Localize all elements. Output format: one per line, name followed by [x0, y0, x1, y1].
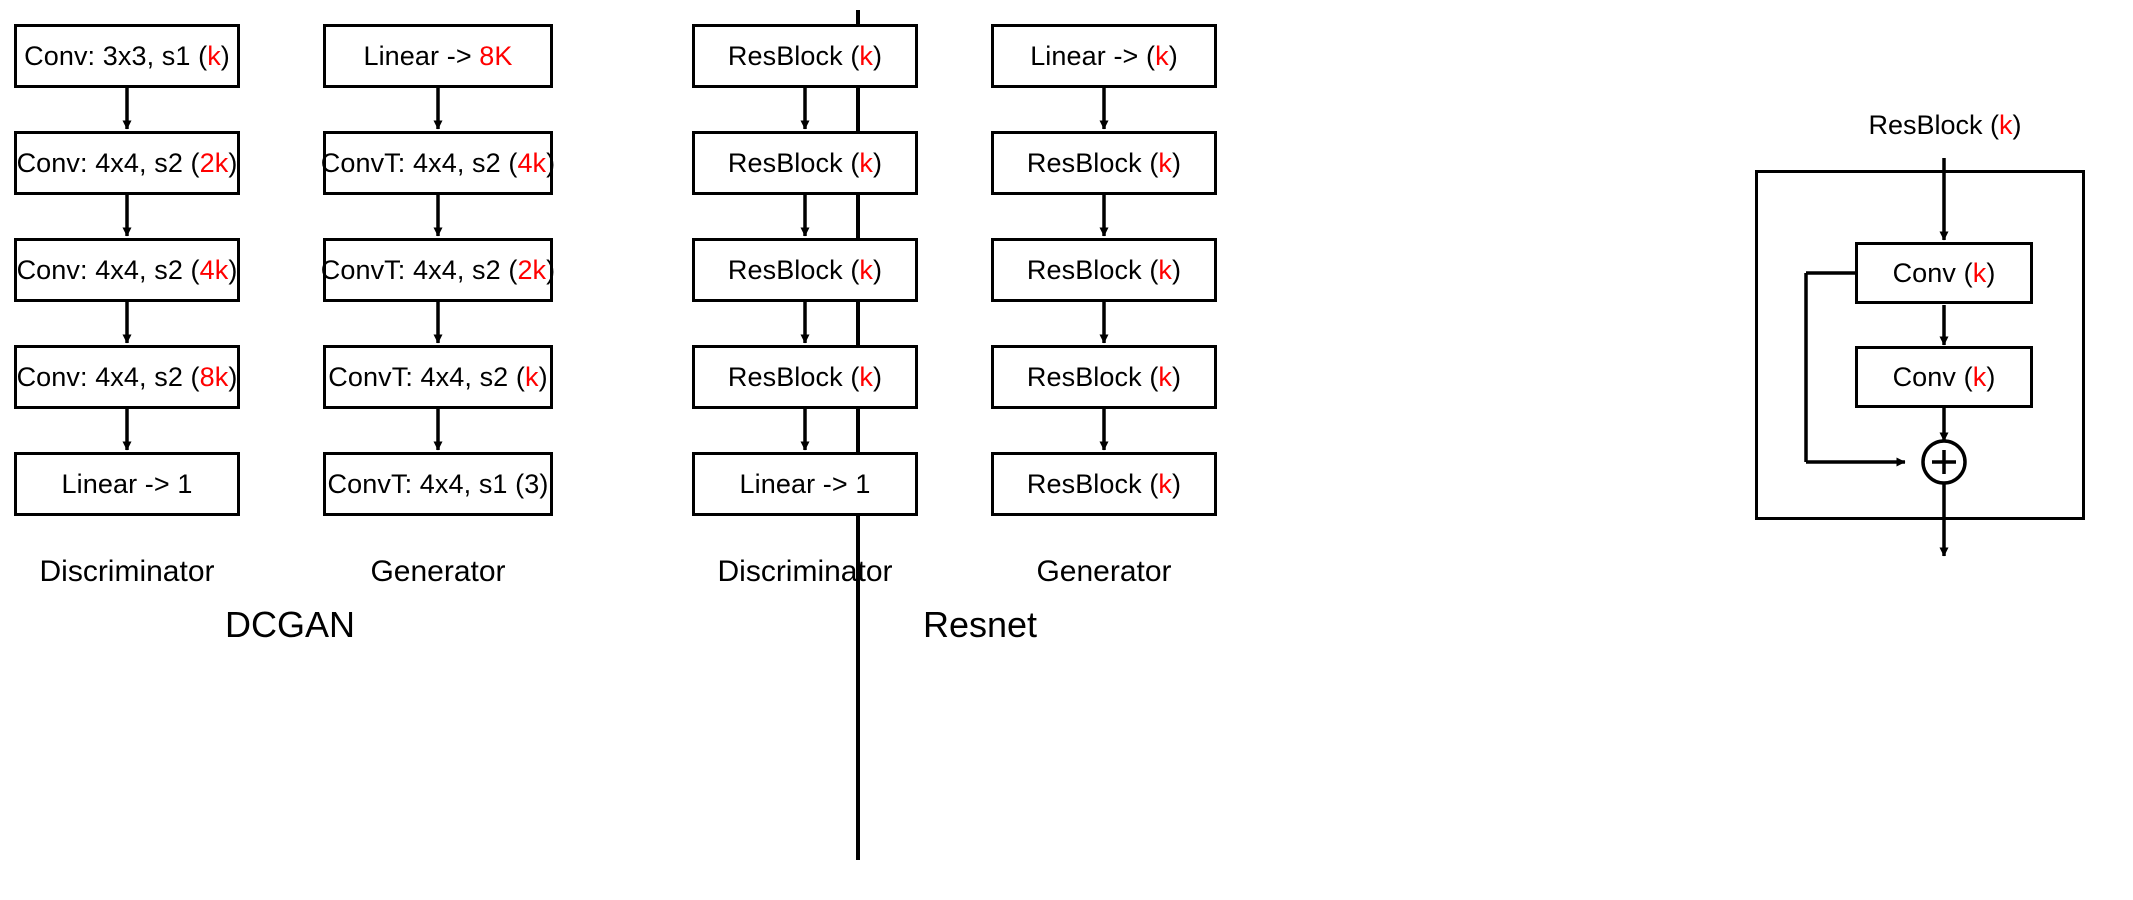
node-label: Conv (k)	[1892, 257, 1996, 288]
node-label: ConvT: 4x4, s2 (k)	[328, 361, 548, 392]
node-label: Conv: 4x4, s2 (4k)	[16, 254, 238, 285]
node-convt-4x4-s2-4k[interactable]: ConvT: 4x4, s2 (4k)	[320, 131, 556, 195]
column-label-resnet-generator: Generator	[1036, 555, 1172, 588]
node-label: ResBlock (k)	[1026, 361, 1182, 392]
node-label: ResBlock (k)	[727, 40, 883, 71]
group-title-resnet: Resnet	[922, 604, 1038, 645]
node-resblock-k-g3[interactable]: ResBlock (k)	[991, 345, 1217, 409]
node-resblock-k-d3[interactable]: ResBlock (k)	[692, 238, 918, 302]
node-linear-1-dcgan-d[interactable]: Linear -> 1	[14, 452, 240, 516]
node-linear-1-resnet-d[interactable]: Linear -> 1	[692, 452, 918, 516]
node-conv-4x4-s2-4k[interactable]: Conv: 4x4, s2 (4k)	[14, 238, 240, 302]
node-label: Linear -> 1	[61, 468, 193, 499]
node-label: ConvT: 4x4, s1 (3)	[327, 468, 549, 499]
node-label: Conv: 4x4, s2 (2k)	[16, 147, 238, 178]
node-label: Conv: 3x3, s1 (k)	[24, 40, 230, 71]
node-convt-4x4-s2-k[interactable]: ConvT: 4x4, s2 (k)	[323, 345, 553, 409]
node-convt-4x4-s2-2k[interactable]: ConvT: 4x4, s2 (2k)	[320, 238, 556, 302]
node-label: ResBlock (k)	[1026, 254, 1182, 285]
node-label: Conv (k)	[1892, 361, 1996, 392]
node-label: ConvT: 4x4, s2 (4k)	[320, 147, 556, 178]
node-label: Linear -> 1	[739, 468, 871, 499]
node-label: ResBlock (k)	[727, 254, 883, 285]
node-conv-3x3-s1-k[interactable]: Conv: 3x3, s1 (k)	[14, 24, 240, 88]
resblock-detail-caption: ResBlock (k)	[1868, 110, 2022, 140]
node-label: Linear -> 8K	[363, 40, 513, 71]
node-resblock-k-d4[interactable]: ResBlock (k)	[692, 345, 918, 409]
node-conv-4x4-s2-8k[interactable]: Conv: 4x4, s2 (8k)	[14, 345, 240, 409]
node-resblock-k-d2[interactable]: ResBlock (k)	[692, 131, 918, 195]
node-resblock-conv-k-1[interactable]: Conv (k)	[1855, 242, 2033, 304]
section-divider	[856, 10, 860, 860]
node-resblock-k-g4[interactable]: ResBlock (k)	[991, 452, 1217, 516]
node-resblock-k-d1[interactable]: ResBlock (k)	[692, 24, 918, 88]
node-conv-4x4-s2-2k[interactable]: Conv: 4x4, s2 (2k)	[14, 131, 240, 195]
node-resblock-k-g2[interactable]: ResBlock (k)	[991, 238, 1217, 302]
node-label: Linear -> (k)	[1030, 40, 1178, 71]
node-convt-4x4-s1-3[interactable]: ConvT: 4x4, s1 (3)	[323, 452, 553, 516]
node-resblock-conv-k-2[interactable]: Conv (k)	[1855, 346, 2033, 408]
group-title-dcgan: DCGAN	[224, 604, 355, 645]
column-label-resnet-discriminator: Discriminator	[717, 555, 893, 588]
node-label: ConvT: 4x4, s2 (2k)	[320, 254, 556, 285]
node-label: ResBlock (k)	[727, 147, 883, 178]
node-linear-k[interactable]: Linear -> (k)	[991, 24, 1217, 88]
node-label: ResBlock (k)	[727, 361, 883, 392]
node-label: ResBlock (k)	[1026, 468, 1182, 499]
resblock-detail-boundary	[1755, 170, 2085, 520]
column-label-dcgan-generator: Generator	[370, 555, 506, 588]
node-linear-8K[interactable]: Linear -> 8K	[323, 24, 553, 88]
column-label-dcgan-discriminator: Discriminator	[39, 555, 215, 588]
node-label: Conv: 4x4, s2 (8k)	[16, 361, 238, 392]
node-resblock-k-g1[interactable]: ResBlock (k)	[991, 131, 1217, 195]
node-label: ResBlock (k)	[1026, 147, 1182, 178]
